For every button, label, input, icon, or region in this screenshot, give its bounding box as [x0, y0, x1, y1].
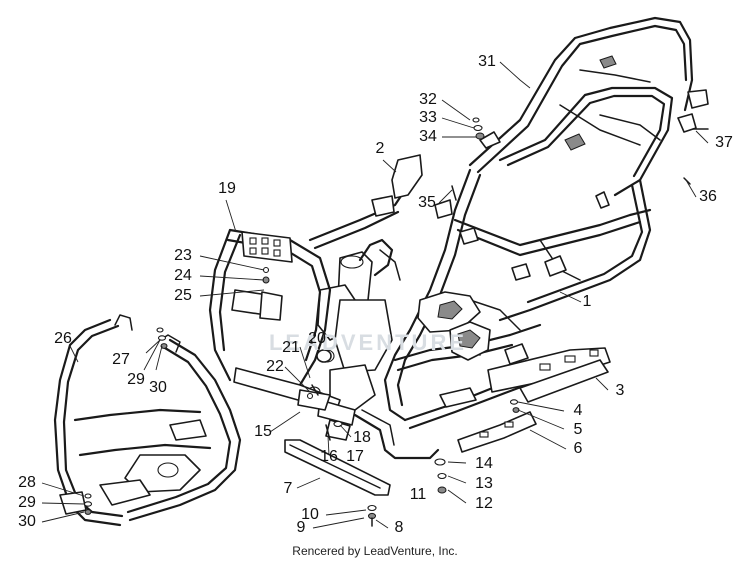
footboard-support — [457, 411, 537, 453]
callout-6: 6 — [573, 440, 583, 457]
callout-8: 8 — [394, 519, 404, 536]
callout-30-lower: 30 — [18, 513, 36, 530]
callout-29-upper: 29 — [127, 371, 145, 388]
callout-21: 21 — [282, 339, 300, 356]
callout-22: 22 — [266, 358, 284, 375]
callout-5: 5 — [573, 421, 583, 438]
callout-4: 4 — [573, 402, 583, 419]
callout-9: 9 — [296, 519, 306, 536]
callout-35: 35 — [418, 194, 436, 211]
callout-34: 34 — [419, 128, 437, 145]
center-bracket-11 — [353, 409, 440, 460]
callout-19: 19 — [218, 180, 236, 197]
callout-13: 13 — [475, 475, 493, 492]
head-tube-assembly — [307, 238, 401, 411]
right-footrest-bracket — [487, 347, 611, 403]
callout-7: 7 — [283, 480, 293, 497]
callout-30-upper: 30 — [149, 379, 167, 396]
callout-31: 31 — [478, 53, 496, 70]
front-lower-frame — [53, 314, 242, 527]
callout-33: 33 — [419, 109, 437, 126]
callout-27: 27 — [112, 351, 130, 368]
callout-32: 32 — [419, 91, 437, 108]
callout-11: 11 — [409, 486, 427, 503]
callout-17: 17 — [346, 448, 364, 465]
credit-text: Rencered by LeadVenture, Inc. — [292, 544, 458, 558]
rear-rail-frame — [468, 16, 709, 209]
lower-center-bracket — [233, 367, 356, 441]
callout-16: 16 — [320, 448, 338, 465]
callout-28: 28 — [18, 474, 36, 491]
callout-14: 14 — [475, 455, 493, 472]
main-frame — [383, 168, 652, 430]
callout-2: 2 — [375, 140, 385, 157]
callout-25: 25 — [174, 287, 192, 304]
callout-15: 15 — [254, 423, 272, 440]
callout-3: 3 — [615, 382, 625, 399]
watermark-text: LEADVENTURE — [268, 330, 468, 355]
callout-24: 24 — [174, 267, 192, 284]
left-footrest-plate — [284, 439, 391, 496]
leader-lines — [41, 61, 709, 529]
callout-10: 10 — [301, 506, 319, 523]
callout-1: 1 — [582, 293, 592, 310]
callout-37: 37 — [715, 134, 733, 151]
callout-12: 12 — [475, 495, 493, 512]
callout-23: 23 — [174, 247, 192, 264]
callout-26: 26 — [54, 330, 72, 347]
hardware — [83, 117, 709, 527]
front-upper-frame — [208, 154, 423, 387]
callout-29-lower: 29 — [18, 494, 36, 511]
callout-36: 36 — [699, 188, 717, 205]
callout-20: 20 — [308, 330, 326, 347]
callout-18: 18 — [353, 429, 371, 446]
